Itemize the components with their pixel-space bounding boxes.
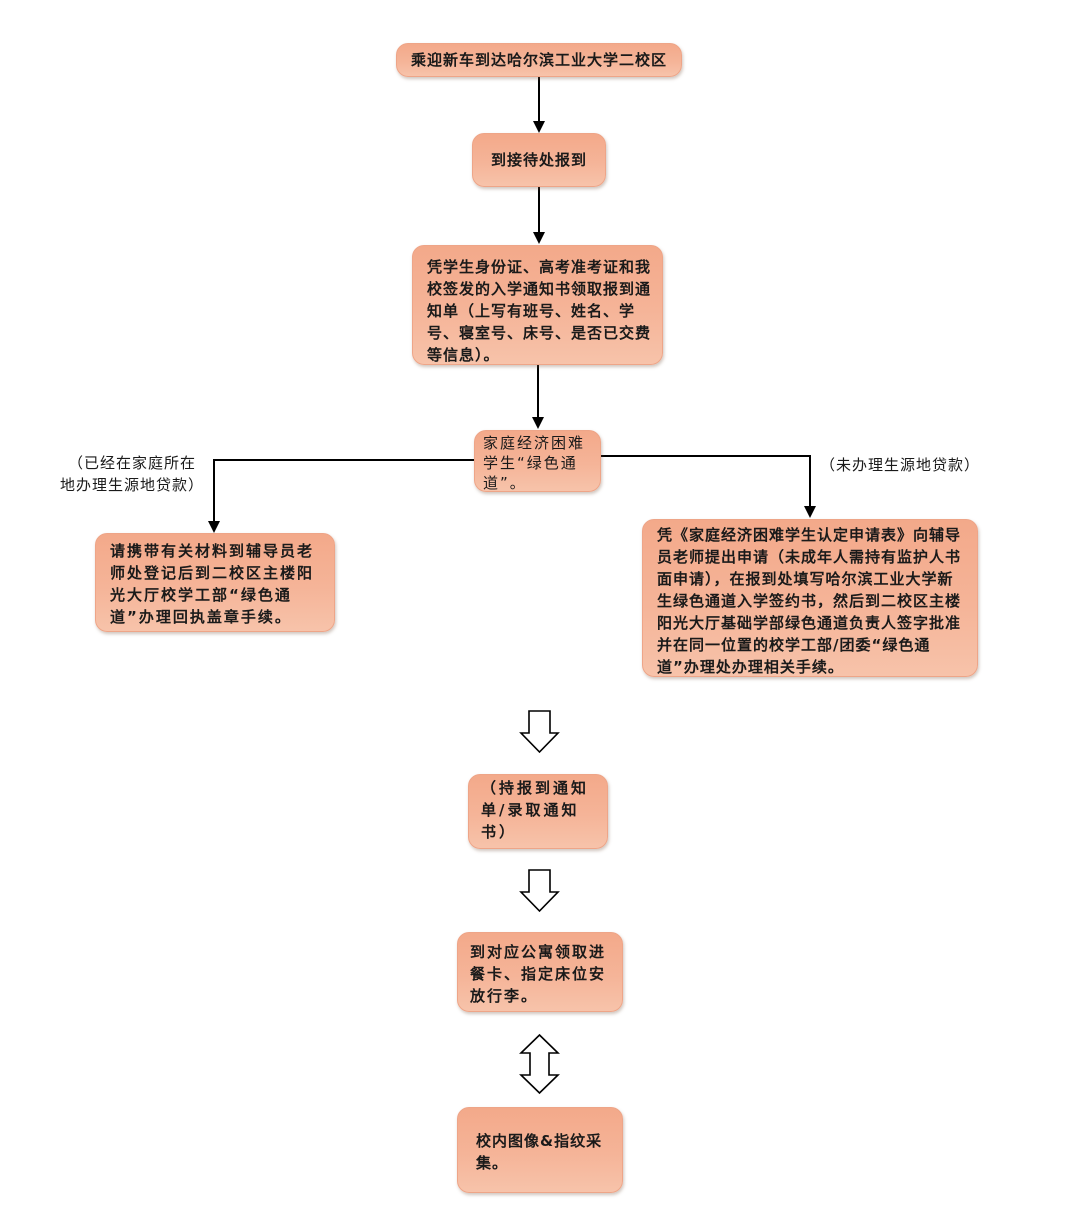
arrow-reception-to-collect <box>533 187 545 244</box>
step-biometric: 校内图像&指纹采集。 <box>457 1107 623 1193</box>
branch-label-right-text: （未办理生源地贷款） <box>820 456 981 474</box>
step-green-channel-text: 家庭经济困难学生“绿色通道”。 <box>483 434 586 492</box>
step-hold-notice: （持报到通知单/录取通知书） <box>468 774 608 849</box>
step-arrive: 乘迎新车到达哈尔滨工业大学二校区 <box>396 43 682 77</box>
step-left-branch: 请携带有关材料到辅导员老师处登记后到二校区主楼阳光大厅校学工部“绿色通道”办理回… <box>95 533 335 632</box>
step-right-branch: 凭《家庭经济困难学生认定申请表》向辅导员老师提出申请（未成年人需持有监护人书面申… <box>642 519 978 677</box>
step-right-branch-text: 凭《家庭经济困难学生认定申请表》向辅导员老师提出申请（未成年人需持有监护人书面申… <box>657 526 962 676</box>
step-hold-notice-text: （持报到通知单/录取通知书） <box>481 779 590 841</box>
branch-right-connector <box>601 455 816 518</box>
arrow-collect-to-green-channel <box>532 365 544 429</box>
arrow-arrive-to-reception <box>533 77 545 133</box>
hollow-down-arrow-icon <box>519 710 560 754</box>
step-dorm-text: 到对应公寓领取进餐卡、指定床位安放行李。 <box>470 943 607 1005</box>
step-collect-notice: 凭学生身份证、高考准考证和我校签发的入学通知书领取报到通知单（上写有班号、姓名、… <box>412 245 663 365</box>
step-biometric-text: 校内图像&指纹采集。 <box>476 1132 603 1172</box>
step-reception: 到接待处报到 <box>472 133 606 187</box>
step-left-branch-text: 请携带有关材料到辅导员老师处登记后到二校区主楼阳光大厅校学工部“绿色通道”办理回… <box>110 542 315 626</box>
branch-label-right: （未办理生源地贷款） <box>820 454 980 476</box>
branch-label-left-line2: 地办理生源地贷款） <box>59 476 204 494</box>
step-collect-notice-text: 凭学生身份证、高考准考证和我校签发的入学通知书领取报到通知单（上写有班号、姓名、… <box>427 258 652 364</box>
step-dorm: 到对应公寓领取进餐卡、指定床位安放行李。 <box>457 932 623 1012</box>
step-green-channel: 家庭经济困难学生“绿色通道”。 <box>474 430 601 492</box>
branch-label-left-line1: （已经在家庭所在 <box>67 454 196 472</box>
step-arrive-text: 乘迎新车到达哈尔滨工业大学二校区 <box>410 51 667 69</box>
branch-left-connector <box>208 459 474 533</box>
branch-label-left: （已经在家庭所在 地办理生源地贷款） <box>52 452 212 496</box>
hollow-down-arrow-icon <box>519 869 560 913</box>
hollow-double-arrow-icon <box>519 1033 560 1095</box>
step-reception-text: 到接待处报到 <box>490 151 587 169</box>
